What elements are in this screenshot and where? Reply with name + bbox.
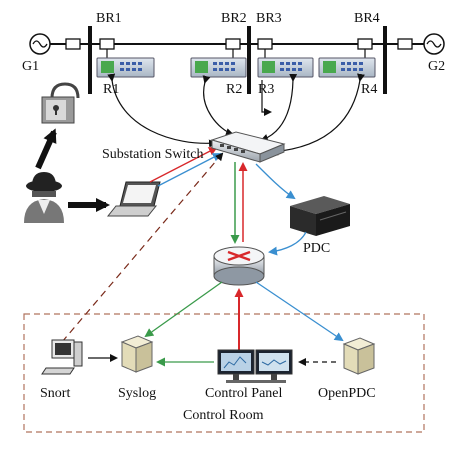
snort-label: Snort [40, 386, 70, 401]
relay-r1: R1 [96, 57, 155, 97]
syslog-server-icon [120, 335, 154, 373]
breaker-icon [65, 38, 81, 50]
relay-switch-links [107, 73, 365, 156]
lock-icon [41, 82, 80, 124]
breaker-br4: BR4 [354, 11, 413, 50]
pdc-router-link [268, 231, 307, 256]
pdc-label: PDC [303, 241, 330, 256]
generator-g2: G2 [423, 33, 445, 74]
bus-bar-3 [383, 26, 387, 94]
relay-r4: R4 [318, 57, 377, 97]
router-syslog-link [144, 281, 223, 338]
br2-label: BR2 [221, 11, 247, 26]
breaker-icon [257, 38, 273, 50]
breaker-icon [99, 38, 115, 50]
bus-bar-1 [88, 26, 92, 94]
generator-g1: G1 [22, 33, 51, 74]
laptop-switch-red-link [149, 147, 218, 183]
r2-label: R2 [226, 82, 242, 97]
breaker-icon [397, 38, 413, 50]
r1-label: R1 [103, 82, 119, 97]
r3-label: R3 [258, 82, 274, 97]
hacker-icon [24, 172, 64, 223]
pdc-server-icon [290, 196, 350, 236]
substation-switch-label: Substation Switch [102, 147, 204, 162]
br4-label: BR4 [354, 11, 380, 26]
breaker-icon [225, 38, 241, 50]
br3-label: BR3 [256, 11, 282, 26]
relay-r2: R2 [190, 57, 247, 97]
switch-pdc-link [255, 163, 296, 200]
openpdc-server-icon [342, 337, 376, 375]
substation-switch-icon [210, 131, 286, 163]
g1-label: G1 [22, 59, 39, 74]
laptop-switch-blue-link [157, 153, 222, 187]
r4-label: R4 [361, 82, 377, 97]
control-panel-monitors-icon [217, 349, 293, 383]
relay-r3: R3 [257, 57, 314, 97]
syslog-label: Syslog [118, 386, 156, 401]
laptop-icon [106, 181, 161, 217]
attack-to-lock-arrow [35, 128, 57, 170]
control-room-boundary [23, 313, 425, 433]
g2-label: G2 [428, 59, 445, 74]
breaker-icon [357, 38, 373, 50]
router-icon [213, 246, 265, 286]
control-panel-label: Control Panel [205, 386, 282, 401]
control-room-title: Control Room [183, 408, 264, 423]
bus-bar-2 [247, 26, 251, 94]
snort-switch-dashed-link [61, 152, 224, 343]
router-openpdc-link [255, 281, 344, 342]
snort-computer-icon [41, 339, 83, 375]
openpdc-label: OpenPDC [318, 386, 376, 401]
br1-label: BR1 [96, 11, 122, 26]
